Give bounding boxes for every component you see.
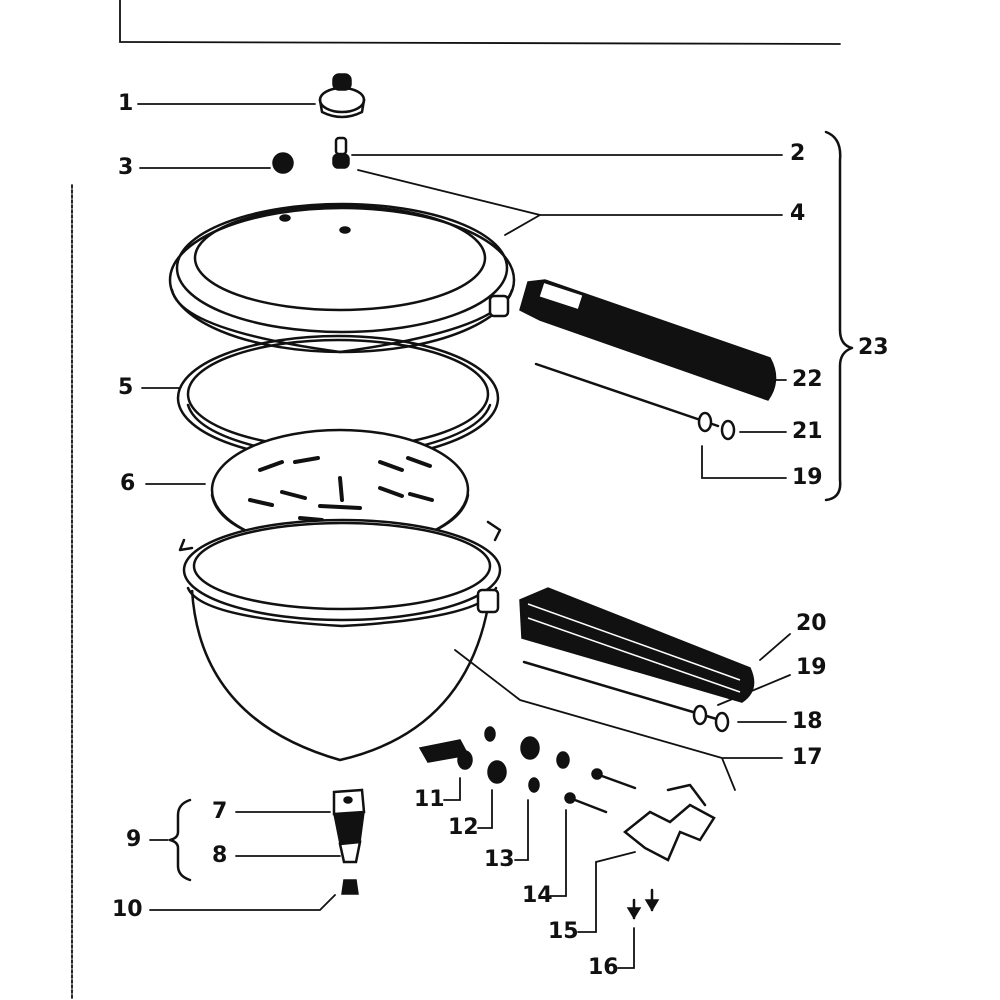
part-3-nut [272, 152, 294, 174]
part-6-rack [210, 428, 470, 554]
label-4: 4 [790, 201, 806, 226]
label-6: 6 [120, 471, 136, 496]
part-2-vent-pipe [332, 136, 350, 169]
label-13: 13 [484, 847, 515, 872]
part-20-body-handle [519, 587, 755, 703]
label-14: 14 [522, 883, 553, 908]
label-8: 8 [212, 843, 228, 868]
leader-10 [149, 894, 336, 911]
leader-20 [759, 633, 791, 661]
label-1: 1 [118, 91, 134, 116]
leader-19-upper [701, 445, 787, 479]
leader-19-lower [717, 674, 791, 706]
label-11: 11 [414, 787, 445, 812]
bracket-9 [168, 798, 192, 882]
label-18: 18 [792, 709, 823, 734]
part-18-body-handle-bolt [522, 660, 730, 733]
part-4-cover [168, 202, 516, 354]
label-3: 3 [118, 155, 134, 180]
label-20: 20 [796, 611, 827, 636]
label-15: 15 [548, 919, 579, 944]
label-19-upper: 19 [792, 465, 823, 490]
leader-14 [549, 809, 567, 897]
label-10: 10 [112, 897, 143, 922]
label-7: 7 [212, 799, 228, 824]
label-21: 21 [792, 419, 823, 444]
leader-17 [454, 649, 783, 791]
frame-top-border [119, 0, 841, 45]
leader-13 [514, 799, 529, 861]
label-16: 16 [588, 955, 619, 980]
leader-15 [577, 851, 636, 933]
small-hardware-parts [457, 726, 637, 814]
leader-11 [443, 777, 461, 801]
bracket-23 [824, 130, 854, 502]
leader-4 [357, 169, 783, 236]
part-15-bracket [622, 783, 716, 862]
leader-12 [477, 789, 493, 829]
label-22: 22 [792, 367, 823, 392]
label-12: 12 [448, 815, 479, 840]
label-2: 2 [790, 141, 806, 166]
label-23: 23 [858, 335, 889, 360]
label-9: 9 [126, 827, 142, 852]
part-1-regulator-weight [318, 73, 366, 119]
part-10-nut [341, 879, 359, 895]
label-17: 17 [792, 745, 823, 770]
part-22-cover-handle [519, 279, 777, 401]
part-21-cover-handle-bolt [534, 362, 736, 441]
label-5: 5 [118, 375, 134, 400]
part-17-body [178, 518, 502, 763]
label-19-lower: 19 [796, 655, 827, 680]
part-7-8-valve-assembly [332, 788, 366, 864]
part-16-screws [626, 888, 660, 920]
leader-16 [617, 927, 635, 969]
